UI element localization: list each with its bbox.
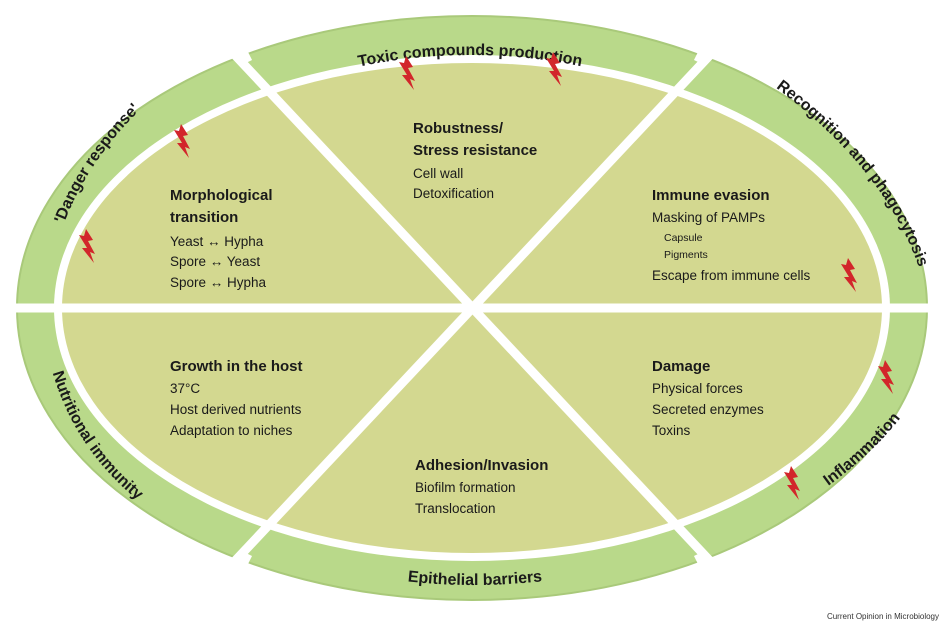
ring-gaps [8,19,940,597]
sector-title: Immune evasion [652,187,770,204]
sector-subitem: Pigments [664,249,708,261]
sector-item: Host derived nutrients [170,402,302,417]
sector-growth: Growth in the host 37°C Host derived nut… [170,358,303,438]
sector-dividers [30,51,915,565]
sector-item: Masking of PAMPs [652,210,765,225]
sector-title: Stress resistance [413,142,537,159]
sector-item: Secreted enzymes [652,402,764,417]
sector-item: Cell wall [413,166,463,181]
sector-title: transition [170,209,238,226]
sector-robustness: Robustness/ Stress resistance Cell wall … [413,120,537,201]
sector-item: Spore ↔ Yeast [170,254,260,269]
sector-morphological: Morphological transition Yeast ↔ Hypha S… [170,187,273,290]
sector-title: Robustness/ [413,120,504,137]
sector-item: 37°C [170,381,200,396]
sector-title: Growth in the host [170,358,303,375]
sector-item: Translocation [415,501,496,516]
sector-title: Morphological [170,187,273,204]
sector-damage: Damage Physical forces Secreted enzymes … [652,358,764,438]
sector-immune-evasion: Immune evasion Masking of PAMPs Capsule … [652,187,811,283]
sector-title: Damage [652,358,710,375]
sector-subitem: Capsule [664,232,703,244]
outer-label-epithelial: Epithelial barriers [407,568,543,589]
sector-adhesion: Adhesion/Invasion Biofilm formation Tran… [415,457,548,516]
sector-item: Escape from immune cells [652,268,811,283]
sector-item: Adaptation to niches [170,423,293,438]
sector-item: Physical forces [652,381,743,396]
sector-item: Toxins [652,423,691,438]
sector-title: Adhesion/Invasion [415,457,548,474]
sector-item: Biofilm formation [415,480,516,495]
sector-item: Detoxification [413,186,494,201]
sector-item: Spore ↔ Hypha [170,275,267,290]
sector-item: Yeast ↔ Hypha [170,234,264,249]
credit-text: Current Opinion in Microbiology [826,612,939,621]
